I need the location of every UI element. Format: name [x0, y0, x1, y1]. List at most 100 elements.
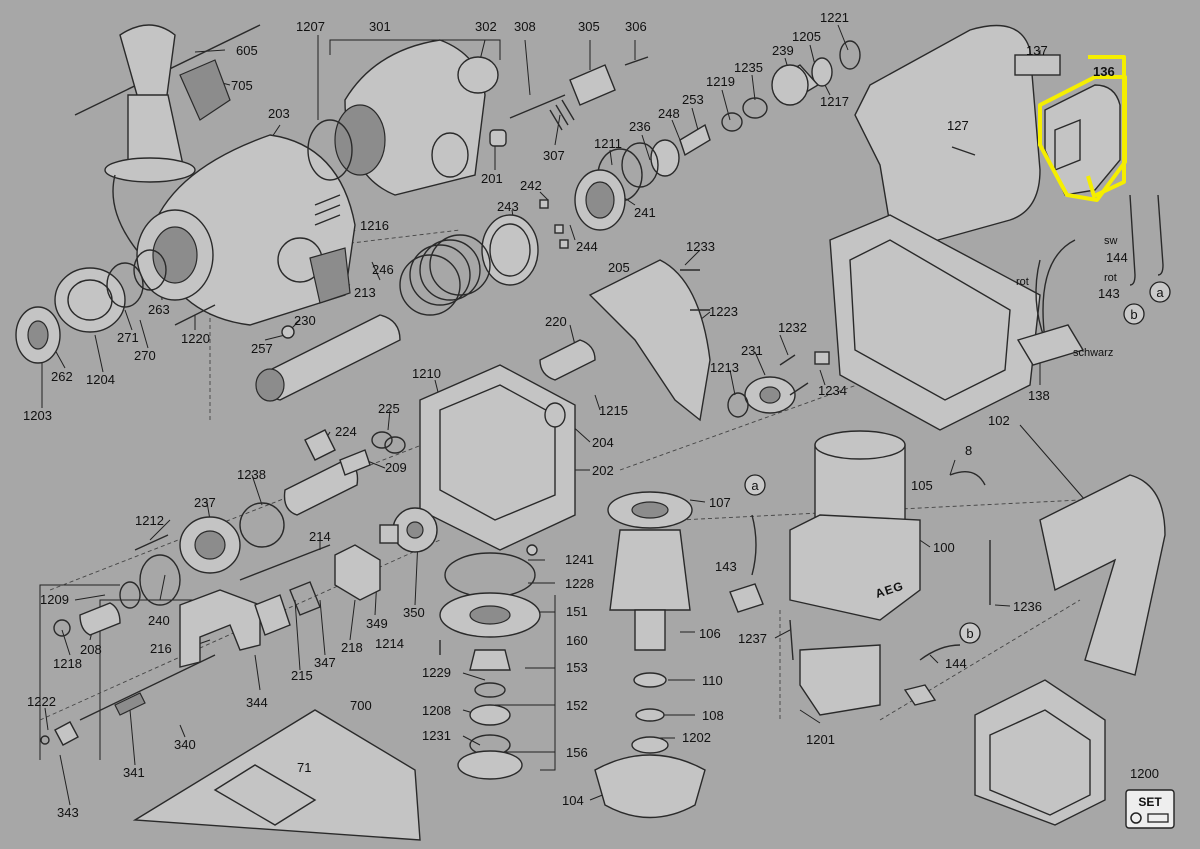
- label-203: 203: [268, 106, 290, 121]
- label-271: 271: [117, 330, 139, 345]
- shaft-340: [40, 654, 216, 746]
- ring-stack: [574, 40, 861, 231]
- label-1233: 1233: [686, 239, 715, 254]
- frame-1210: [419, 364, 576, 551]
- label-248: 248: [658, 106, 680, 121]
- label-263: 263: [148, 302, 170, 317]
- part-labels: 605 705 203 1207 301 302 308 305 306 307…: [23, 10, 1159, 820]
- label-1211: 1211: [594, 136, 622, 151]
- wires: [1016, 194, 1164, 366]
- label-208: 208: [80, 642, 102, 657]
- rear-housing-102: [829, 24, 1061, 431]
- label-105: 105: [911, 478, 933, 493]
- label-340: 340: [174, 737, 196, 752]
- label-1215: 1215: [599, 403, 628, 418]
- label-307: 307: [543, 148, 565, 163]
- label-349: 349: [366, 616, 388, 631]
- label-224: 224: [335, 424, 357, 439]
- bearing-plate-231: [727, 351, 830, 418]
- label-8: 8: [965, 443, 972, 458]
- switch-136: [1038, 75, 1127, 202]
- wire-label-rot-left: rot: [1016, 276, 1029, 288]
- label-341: 341: [123, 765, 145, 780]
- label-1204: 1204: [86, 372, 115, 387]
- bracket-216: [179, 589, 261, 668]
- label-1200: 1200: [1130, 766, 1159, 781]
- label-1217: 1217: [820, 94, 849, 109]
- label-213: 213: [354, 285, 376, 300]
- label-152: 152: [566, 698, 588, 713]
- label-1210: 1210: [412, 366, 441, 381]
- label-700: 700: [350, 698, 372, 713]
- connector-a-bottom-label: a: [751, 478, 759, 493]
- label-1207: 1207: [296, 19, 325, 34]
- label-262: 262: [51, 369, 73, 384]
- front-cap-1203: [15, 249, 216, 364]
- wrench-icon: [1130, 812, 1142, 824]
- clutch-parts: [254, 507, 438, 636]
- label-106: 106: [699, 626, 721, 641]
- connector-a-bottom: [744, 474, 766, 496]
- label-305: 305: [578, 19, 600, 34]
- label-143-top: 143: [1098, 286, 1120, 301]
- gear-stack-160: [439, 544, 541, 780]
- label-209: 209: [385, 460, 407, 475]
- label-1218: 1218: [53, 656, 82, 671]
- rear-handle-1200: [974, 474, 1166, 826]
- label-144-bottom: 144: [945, 656, 967, 671]
- set-badge: SET: [1125, 789, 1175, 829]
- label-302: 302: [475, 19, 497, 34]
- label-1235: 1235: [734, 60, 763, 75]
- label-1231: 1231: [422, 728, 451, 743]
- label-216: 216: [150, 641, 172, 656]
- label-344: 344: [246, 695, 268, 710]
- label-104: 104: [562, 793, 584, 808]
- rod-214: [239, 544, 331, 581]
- connector-b-top-label: b: [1130, 307, 1137, 322]
- set-badge-text: SET: [1138, 795, 1162, 809]
- wire-labels: rot sw rot schwarz: [1016, 235, 1118, 359]
- connector-a-top-label: a: [1156, 285, 1164, 300]
- label-205: 205: [608, 260, 630, 275]
- connector-b-bottom: [959, 622, 981, 644]
- case-700: [132, 709, 421, 841]
- label-257: 257: [251, 341, 273, 356]
- label-1213: 1213: [710, 360, 739, 375]
- part-drawings: [15, 24, 1166, 841]
- connector-b-top: [1123, 303, 1145, 325]
- highlight-136: [1086, 55, 1126, 198]
- label-1205: 1205: [792, 29, 821, 44]
- label-102: 102: [988, 413, 1010, 428]
- label-144-top: 144: [1106, 250, 1128, 265]
- label-1222: 1222: [27, 694, 56, 709]
- label-1203: 1203: [23, 408, 52, 423]
- label-242: 242: [520, 178, 542, 193]
- label-138: 138: [1028, 388, 1050, 403]
- label-1201: 1201: [806, 732, 835, 747]
- label-350: 350: [403, 605, 425, 620]
- label-1238: 1238: [237, 467, 266, 482]
- motor-housing-100: [729, 430, 991, 716]
- label-270: 270: [134, 348, 156, 363]
- wires-lower: [751, 514, 961, 661]
- wire-label-rot-right: rot: [1104, 272, 1117, 284]
- label-1221: 1221: [820, 10, 849, 25]
- label-343: 343: [57, 805, 79, 820]
- label-230: 230: [294, 313, 316, 328]
- label-237: 237: [194, 495, 216, 510]
- label-1209: 1209: [40, 592, 69, 607]
- label-1216: 1216: [360, 218, 389, 233]
- armature-106: [594, 491, 706, 819]
- label-1208: 1208: [422, 703, 451, 718]
- label-204: 204: [592, 435, 614, 450]
- label-1236: 1236: [1013, 599, 1042, 614]
- label-1237: 1237: [738, 631, 767, 646]
- label-202: 202: [592, 463, 614, 478]
- label-160: 160: [566, 633, 588, 648]
- label-215: 215: [291, 668, 313, 683]
- label-1228: 1228: [565, 576, 594, 591]
- label-1232: 1232: [778, 320, 807, 335]
- label-107: 107: [709, 495, 731, 510]
- label-301: 301: [369, 19, 391, 34]
- side-handle-605: [74, 24, 261, 261]
